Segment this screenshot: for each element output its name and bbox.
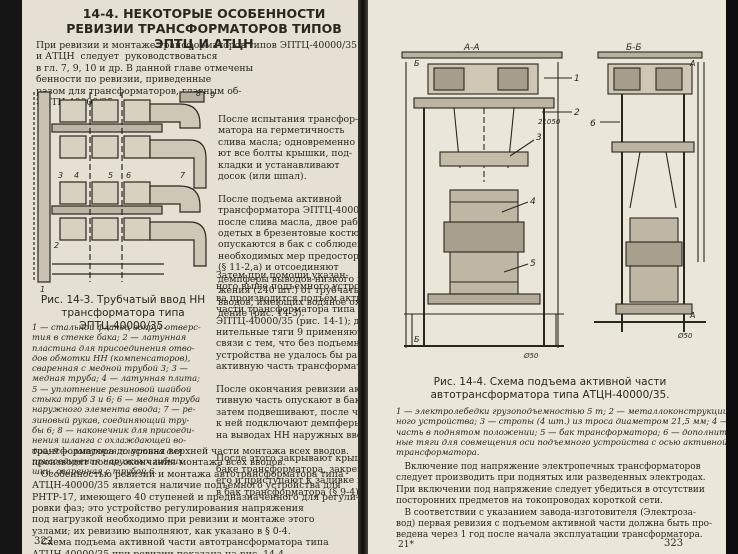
book-spine-gutter [358, 0, 368, 554]
section-title: 14-4. НЕКОТОРЫЕ ОСОБЕННОСТИ РЕВИЗИИ ТРАН… [66, 6, 342, 51]
fig-label: 8 [196, 89, 201, 98]
right-background-edge [726, 0, 738, 554]
section-label-a-a: А-А [463, 43, 480, 53]
figure-14-3-caption: Рис. 14-3. Трубчатый ввод НН трансформат… [40, 294, 206, 332]
figure-14-3-tubular-bushing: 8 9 3 4 5 6 7 2 1 [33, 89, 215, 294]
intro-paragraph: При ревизии и монтаже трансформаторов ти… [36, 40, 358, 108]
page-number: 322 [34, 536, 54, 547]
bottom-paragraph: трансформатора до уровня верхней части м… [32, 446, 358, 554]
dimension-label: Ø50 [677, 332, 693, 340]
fig-label: 1 [40, 285, 45, 294]
dimension-label: Ø50 [523, 352, 539, 360]
callout-label: 2 [574, 108, 580, 118]
callout-label: 6 [590, 119, 596, 129]
fig-label: 6 [126, 171, 131, 180]
fig-label: 2 [54, 241, 59, 250]
fig-label: 9 [210, 91, 215, 100]
figure-14-4-legend: 1 — электролебедки грузоподъемностью 5 т… [396, 406, 726, 458]
fig-label: 5 [108, 171, 113, 180]
callout-label: 3 [536, 133, 542, 143]
body-paragraph: Включение под напряжение электропечных т… [396, 462, 713, 541]
figure-14-4-lifting-scheme: А-А Б-Б 1 2 3 4 5 6 21050 Ø50 Ø50 Б Б А … [401, 43, 706, 360]
section-label-b-b: Б-Б [626, 43, 642, 53]
lower-right-column-text: Затем при помощи указан- ного выше подъе… [216, 270, 358, 498]
callout-label: 4 [530, 197, 536, 207]
cut-letter: А [689, 311, 695, 320]
callout-label: 1 [574, 74, 580, 84]
dimension-label: 21050 [538, 118, 561, 126]
figure-14-4-caption: Рис. 14-4. Схема подъема активной части … [430, 376, 670, 401]
fig-label: 4 [74, 171, 79, 180]
cut-letter: А [689, 59, 695, 68]
right-column-text: После испытания трансфор- матора на герм… [218, 114, 358, 319]
left-page: 14-4. НЕКОТОРЫЕ ОСОБЕННОСТИ РЕВИЗИИ ТРАН… [22, 0, 358, 554]
figure-14-3-legend: 1 — стальной фланец вокруг отверс- тия в… [32, 322, 201, 477]
callout-label: 5 [530, 259, 536, 269]
cut-letter: Б [414, 59, 420, 68]
footnote-mark: 21* [398, 540, 414, 550]
fig-label: 7 [180, 171, 186, 180]
right-page: А-А Б-Б 1 2 3 4 5 6 21050 Ø50 Ø50 Б Б А … [368, 0, 726, 554]
fig-label: 3 [58, 171, 63, 180]
bushing-row [59, 91, 205, 129]
cut-letter: Б [414, 335, 420, 344]
page-number: 323 [664, 538, 684, 549]
